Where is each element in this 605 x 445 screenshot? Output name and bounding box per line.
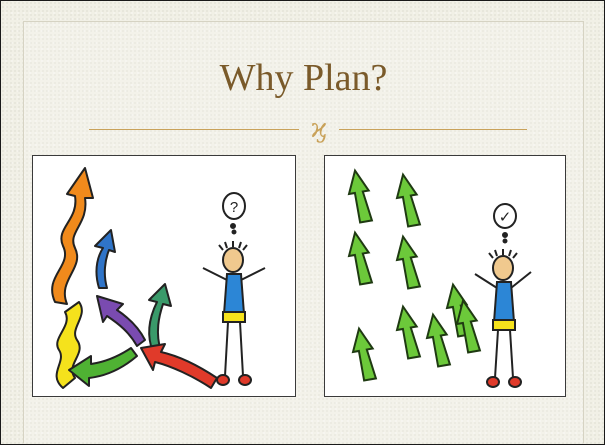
chaotic-arrows-illustration: ? <box>51 167 266 389</box>
red-arrow-icon <box>140 343 218 389</box>
green-arrow-icon <box>392 233 423 291</box>
planned-arrows-panel: ✓ <box>324 155 566 397</box>
divider-ornament-icon: ϗ <box>310 114 328 144</box>
green-arrow-icon <box>422 311 453 369</box>
check-thought-bubble-icon: ✓ <box>499 208 512 226</box>
green-arrow-icon <box>392 303 423 361</box>
slide-title: Why Plan? <box>219 57 388 99</box>
teal-arrow-icon <box>148 283 172 353</box>
green-arrow-icon <box>68 347 138 387</box>
green-arrow-icon <box>348 325 379 383</box>
question-thought-bubble-icon: ? <box>230 199 238 216</box>
yellow-arrow-icon <box>55 301 83 389</box>
title-divider-left <box>89 129 299 130</box>
chaotic-arrows-panel: ? <box>32 155 296 397</box>
stick-figure-icon <box>202 192 266 386</box>
orange-arrow-icon <box>51 167 94 305</box>
title-divider-right <box>339 129 527 130</box>
stick-figure-icon <box>474 203 532 388</box>
blue-arrow-icon <box>94 229 116 289</box>
green-arrow-icon <box>392 171 423 229</box>
green-arrow-icon <box>344 167 375 225</box>
purple-arrow-icon <box>96 295 146 347</box>
planned-arrows-illustration: ✓ <box>344 167 532 388</box>
green-arrow-icon <box>344 229 375 287</box>
